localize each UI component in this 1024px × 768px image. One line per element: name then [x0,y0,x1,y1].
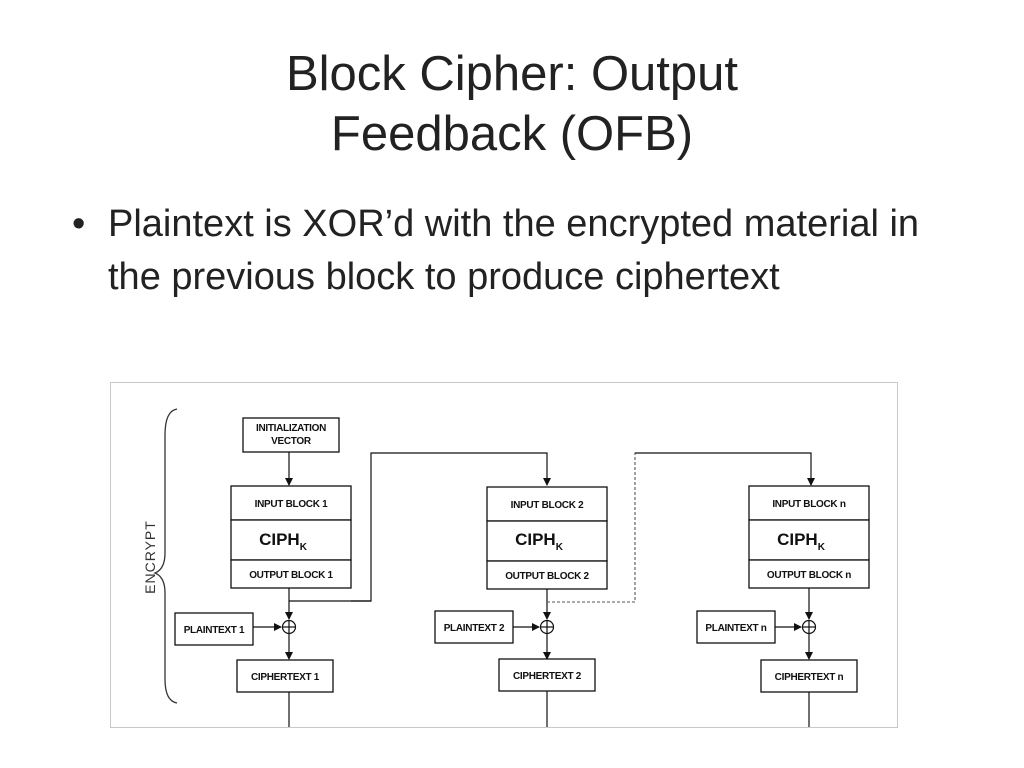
iv-label-line1: INITIALIZATION [256,423,326,434]
output-block-n [748,559,870,589]
bullet-item: • Plaintext is XOR’d with the encrypted … [72,198,952,304]
plaintext-block-2 [434,610,514,644]
ciphertext-block-2 [498,658,596,692]
cipher-label-n: CIPHK [777,530,826,553]
plaintext-1-label: PLAINTEXT 1 [184,625,245,636]
bullet-list: • Plaintext is XOR’d with the encrypted … [72,198,952,304]
xor-icon [281,619,297,635]
bullet-text: Plaintext is XOR’d with the encrypted ma… [108,203,920,298]
input-block-2-label: INPUT BLOCK 2 [511,500,585,511]
ciphertext-block-n [760,659,858,693]
output-block-1-label: OUTPUT BLOCK 1 [249,570,333,581]
stage-2: INPUT BLOCK 2 CIPHK OUTPUT BLOCK 2 PLAIN… [434,486,608,727]
input-block-1 [230,485,352,521]
title-line-1: Block Cipher: Output [285,47,739,101]
xor-icon [801,619,817,635]
input-block-n-label: INPUT BLOCK n [772,499,846,510]
plaintext-n-label: PLAINTEXT n [705,623,766,634]
input-block-n [748,485,870,521]
cipher-label-2: CIPHK [515,530,564,553]
encrypt-brace [153,408,178,704]
xor-icon [539,619,555,635]
cipher-block-2 [486,520,608,562]
ciphertext-1-label: CIPHERTEXT 1 [251,672,320,683]
plaintext-block-n [696,610,776,644]
cipher-block-n [748,519,870,561]
ciphertext-n-label: CIPHERTEXT n [775,672,844,683]
initialization-vector-box: INITIALIZATION VECTOR [242,417,340,453]
plaintext-2-label: PLAINTEXT 2 [444,623,505,634]
iv-label-line2: VECTOR [271,436,312,447]
stage-n: INPUT BLOCK n CIPHK OUTPUT BLOCK n PLAIN… [696,485,870,727]
output-block-2-label: OUTPUT BLOCK 2 [505,571,589,582]
slide-title: Block Cipher: Output Feedback (OFB) [0,44,1024,164]
input-block-1-label: INPUT BLOCK 1 [255,499,329,510]
bullet-dot: • [72,203,86,245]
ofb-diagram: ENCRYPT INITIALIZATION VECTOR INPUT BLOC… [110,382,898,728]
stage-1: INPUT BLOCK 1 CIPHK OUTPUT BLOCK 1 PLAIN… [174,485,352,727]
cipher-label-1: CIPHK [259,530,308,553]
ciphertext-2-label: CIPHERTEXT 2 [513,671,582,682]
title-line-2: Feedback (OFB) [330,107,694,161]
output-block-n-label: OUTPUT BLOCK n [767,570,851,581]
ciphertext-block-1 [236,659,334,693]
input-block-2 [486,486,608,522]
output-block-2 [486,560,608,590]
output-block-1 [230,559,352,589]
encrypt-label: ENCRYPT [142,520,158,594]
plaintext-block-1 [174,612,254,646]
